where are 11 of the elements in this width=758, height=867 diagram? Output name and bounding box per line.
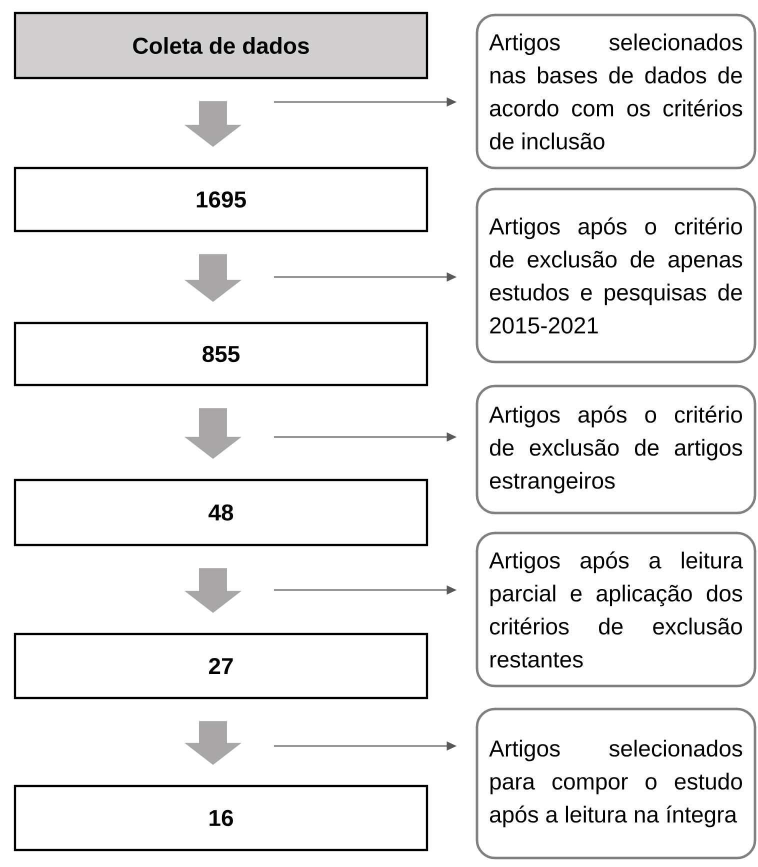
note-box: Artigos após o critério de exclusão de artigos estrangeiros: [476, 384, 756, 514]
note-box: Artigos após o critério de exclusão de apenas estudos e pesquisas de 2015-2021: [476, 188, 756, 364]
note-box: Artigos selecionados para compor o estudo após a leitura na íntegra: [476, 708, 756, 860]
note-box: Artigos após a leitura parcial e aplicação dos critérios de exclusão restantes: [476, 532, 756, 688]
count-box: 27: [14, 632, 428, 700]
count-box: 16: [14, 784, 428, 852]
count-box: 1695: [14, 166, 428, 232]
count-box: 855: [14, 322, 428, 386]
note-box: Artigos selecionados nas bases de dados de acordo com os critérios de inclusão: [476, 14, 756, 170]
header-box: Coleta de dados: [14, 12, 428, 80]
count-box: 48: [14, 478, 428, 546]
